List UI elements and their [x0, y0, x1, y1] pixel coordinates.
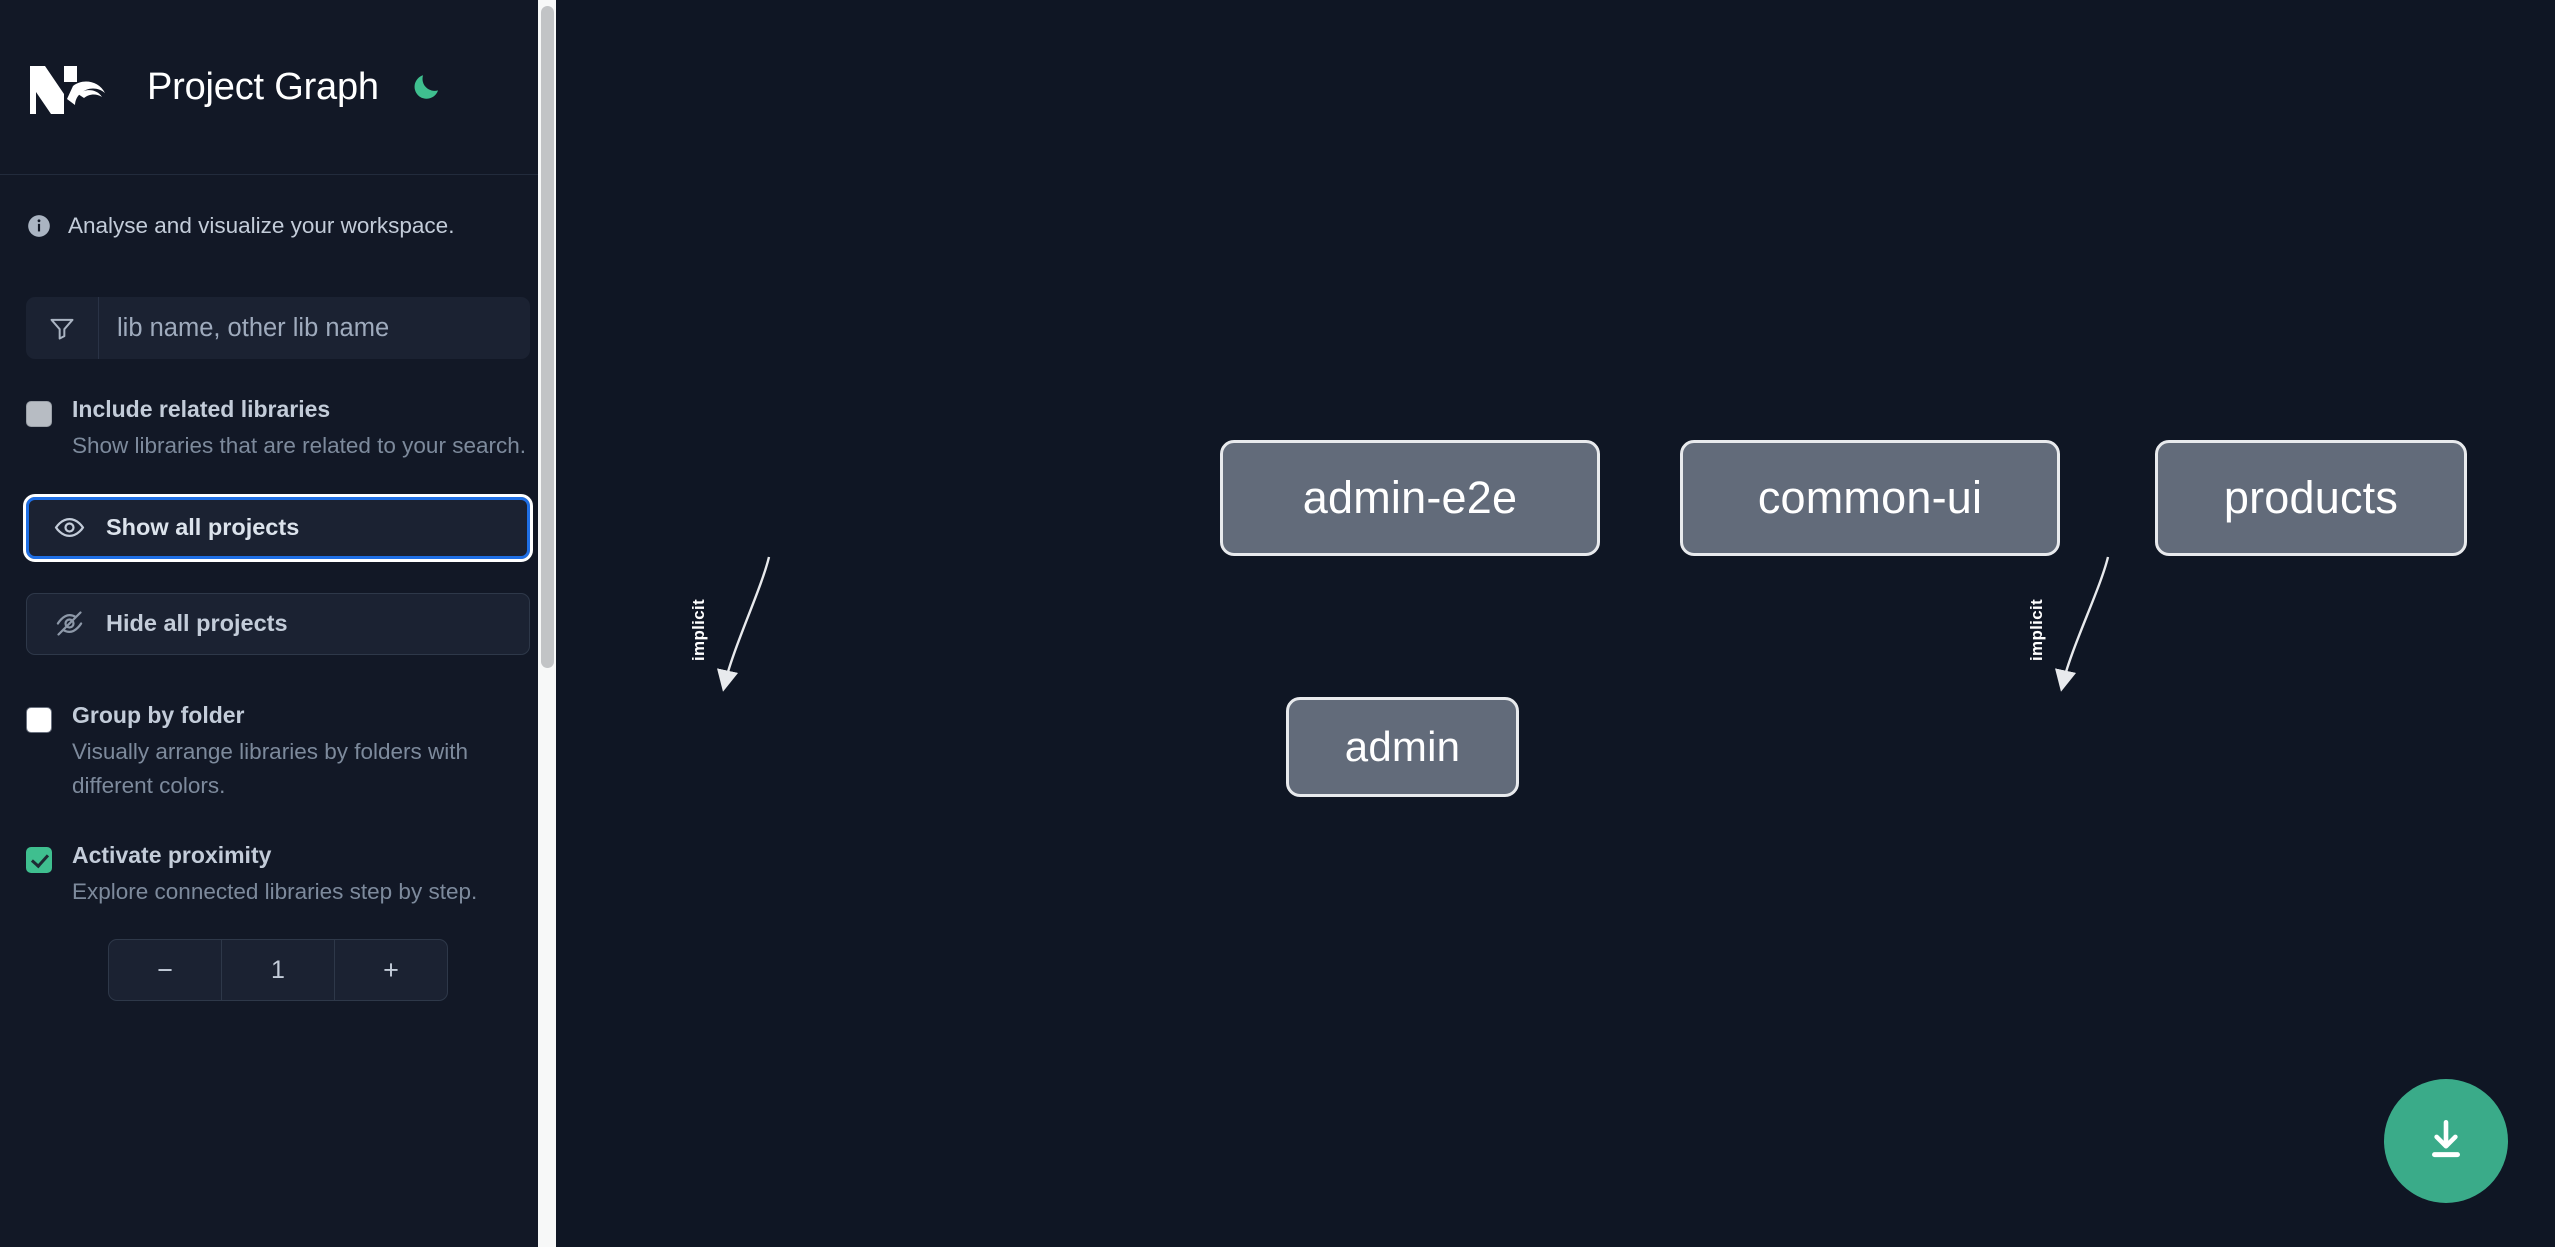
option-text-group-by-folder: Group by folder Visually arrange librari…: [72, 701, 530, 803]
tagline: Analyse and visualize your workspace.: [26, 175, 530, 249]
option-text-include-related-libraries: Include related libraries Show libraries…: [72, 395, 530, 463]
graph-node-admin[interactable]: admin: [1286, 697, 1519, 797]
show-all-projects-label: Show all projects: [106, 514, 300, 541]
option-label: Activate proximity: [72, 842, 272, 869]
info-icon: [26, 213, 52, 239]
nx-logo-icon: [26, 56, 114, 118]
option-description: Visually arrange libraries by folders wi…: [72, 738, 469, 798]
node-label: common-ui: [1757, 472, 1983, 523]
show-all-projects-button[interactable]: Show all projects: [23, 493, 533, 562]
option-description: Show libraries that are related to your …: [72, 432, 526, 458]
graph-node-common-ui[interactable]: common-ui: [1680, 440, 2060, 556]
option-activate-proximity[interactable]: Activate proximity Explore connected lib…: [26, 841, 530, 909]
checkbox-activate-proximity[interactable]: [26, 847, 52, 874]
search-field[interactable]: [26, 297, 530, 359]
option-include-related-libraries[interactable]: Include related libraries Show libraries…: [26, 395, 530, 463]
sidebar: Project Graph Analyse and visualize your…: [0, 0, 556, 1247]
option-label: Include related libraries: [72, 396, 331, 422]
hide-all-projects-label: Hide all projects: [106, 610, 288, 637]
moon-icon[interactable]: [407, 68, 445, 106]
filter-funnel-icon: [26, 297, 99, 359]
option-group-by-folder[interactable]: Group by folder Visually arrange librari…: [26, 701, 530, 803]
checkbox-group-by-folder[interactable]: [26, 706, 52, 733]
download-icon: [2421, 1115, 2471, 1168]
tagline-text: Analyse and visualize your workspace.: [68, 213, 455, 238]
node-label: products: [2223, 472, 2399, 523]
graph-edge-label-admin-e2e-admin: implicit: [688, 599, 708, 661]
option-label: Group by folder: [72, 701, 245, 728]
node-label: admin: [1344, 723, 1461, 770]
node-label: admin-e2e: [1302, 472, 1518, 523]
proximity-decrement-button[interactable]: −: [157, 954, 173, 985]
sidebar-header: Project Graph: [0, 0, 556, 175]
option-description: Explore connected libraries step by step…: [72, 878, 478, 904]
sidebar-scrollbar-thumb[interactable]: [541, 6, 554, 668]
proximity-increment-button[interactable]: +: [334, 940, 447, 1000]
graph-edges: [717, 556, 2110, 692]
graph-node-products[interactable]: products: [2155, 440, 2467, 556]
eye-icon: [54, 512, 85, 543]
page-title: Project Graph: [147, 65, 379, 108]
proximity-value: 1: [221, 940, 334, 1000]
graph-canvas[interactable]: admin-e2e common-ui products store-e2e a…: [556, 0, 2555, 1247]
option-text-activate-proximity: Activate proximity Explore connected lib…: [72, 841, 530, 909]
graph-node-admin-e2e[interactable]: admin-e2e: [1220, 440, 1600, 556]
hide-all-projects-button[interactable]: Hide all projects: [26, 592, 530, 655]
download-image-button[interactable]: [2384, 1079, 2508, 1203]
sidebar-scrollbar[interactable]: [538, 0, 556, 1247]
graph-edge-label-store-e2e-store: implicit: [2026, 599, 2046, 661]
proximity-stepper[interactable]: − 1 +: [108, 939, 448, 1001]
eye-off-icon: [54, 608, 85, 639]
search-input[interactable]: [99, 297, 530, 359]
sidebar-body: Analyse and visualize your workspace. In…: [0, 175, 556, 1001]
checkbox-include-related-libraries[interactable]: [26, 401, 52, 427]
